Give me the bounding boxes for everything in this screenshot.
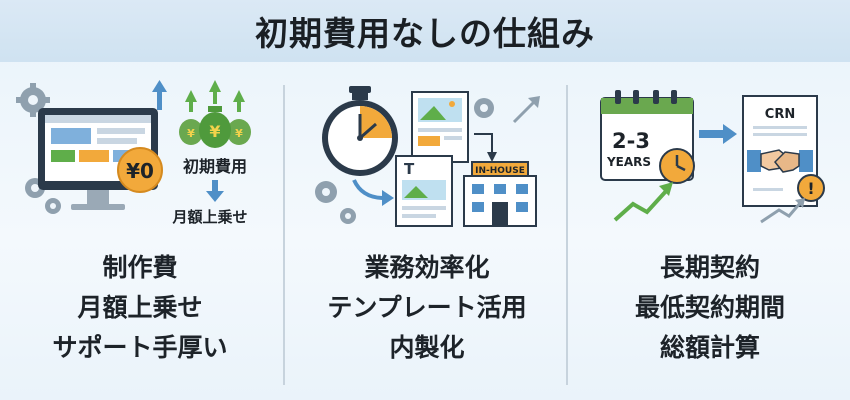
title-band: 初期費用なしの仕組み xyxy=(0,0,850,62)
caption-list: 業務効率化 テンプレート活用 内製化 xyxy=(292,248,562,368)
trend-arrow-icon xyxy=(795,198,805,208)
money-bag-symbol: ¥ xyxy=(209,122,220,141)
column-divider xyxy=(566,85,568,385)
caption-item: 内製化 xyxy=(389,333,465,362)
caption-item: 月額上乗せ xyxy=(77,293,203,322)
caption-item: 最低契約期間 xyxy=(634,293,785,322)
trend-arrow-icon xyxy=(613,188,669,222)
caption-item: 制作費 xyxy=(102,253,178,282)
document-letter: T xyxy=(404,160,415,178)
arrow-icon xyxy=(699,124,737,144)
arrow-icon xyxy=(487,152,497,162)
arrow-icon xyxy=(474,133,493,154)
clock-icon xyxy=(659,148,695,184)
gear-icon xyxy=(315,98,494,224)
money-bag-symbol: ¥ xyxy=(235,127,243,140)
trend-arrow-icon xyxy=(659,182,673,196)
caption-item: 業務効率化 xyxy=(364,253,490,282)
stopwatch-icon xyxy=(322,86,398,176)
initial-cost-label: 初期費用 xyxy=(183,157,247,176)
caption-item: 総額計算 xyxy=(659,333,760,362)
price-badge: ¥0 xyxy=(117,147,163,193)
column-long-contract: 2-3 YEARS CRN xyxy=(575,70,845,390)
column-divider xyxy=(283,85,285,385)
arrow-icon xyxy=(352,179,385,200)
gear-icon xyxy=(16,83,50,117)
contract-illustration: 2-3 YEARS CRN xyxy=(600,90,825,224)
arrow-icon xyxy=(512,98,538,124)
handshake-icon xyxy=(747,149,813,173)
document-icon: T xyxy=(395,155,453,227)
calendar-text-sub: YEARS xyxy=(606,155,651,169)
calendar-text-main: 2-3 xyxy=(612,129,650,153)
caption-item: テンプレート活用 xyxy=(327,293,527,322)
column-initial-cost: ¥0 ¥ ¥ ¥ 初期費用 月額上乗せ 制作費 月額上乗せ サポート xyxy=(5,70,275,390)
caption-list: 制作費 月額上乗せ サポート手厚い xyxy=(5,248,275,368)
money-bag-icon: ¥ ¥ ¥ xyxy=(179,80,251,148)
building-sign: IN-HOUSE xyxy=(475,166,525,176)
caption-item: サポート手厚い xyxy=(52,333,228,362)
contract-title: CRN xyxy=(765,107,795,122)
monthly-addon-label: 月額上乗せ xyxy=(171,208,247,226)
price-badge-text: ¥0 xyxy=(126,159,154,183)
efficiency-illustration: T IN-HOUSE xyxy=(315,86,540,227)
column-efficiency: T IN-HOUSE 業務効率化 テンプレート活用 内製化 xyxy=(292,70,562,390)
arrow-icon xyxy=(528,96,540,108)
alert-icon: ! xyxy=(797,174,825,202)
alert-symbol: ! xyxy=(807,179,814,198)
caption-list: 長期契約 最低契約期間 総額計算 xyxy=(575,248,845,368)
arrow-icon xyxy=(382,190,394,206)
calendar-icon: 2-3 YEARS xyxy=(600,90,694,181)
money-bag-symbol: ¥ xyxy=(187,127,195,140)
building-icon: IN-HOUSE xyxy=(463,161,537,227)
cost-illustration: ¥0 ¥ ¥ ¥ 初期費用 月額上乗せ xyxy=(16,80,251,226)
arrow-down-icon xyxy=(206,180,224,202)
trend-arrow-icon xyxy=(760,201,803,224)
document-icon xyxy=(411,91,469,163)
page-title: 初期費用なしの仕組み xyxy=(255,14,595,53)
arrow-up-icon xyxy=(152,80,167,110)
caption-item: 長期契約 xyxy=(659,253,760,282)
